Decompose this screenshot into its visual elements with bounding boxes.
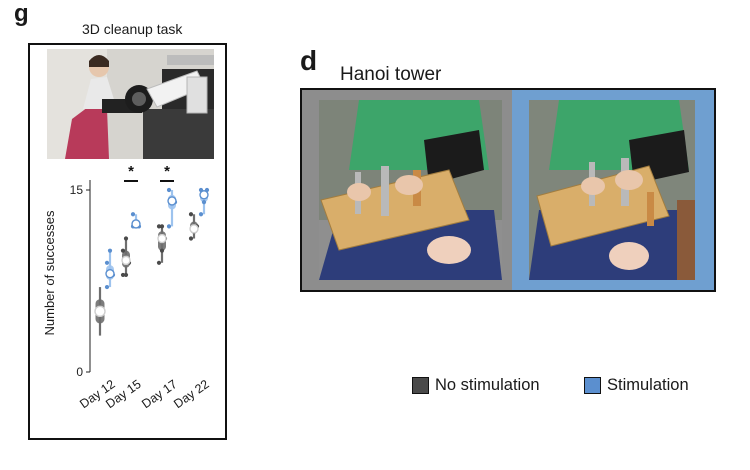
- y-tick-label-1: 15: [70, 183, 84, 197]
- stimulation-panel: [512, 90, 714, 290]
- hanoi-tower-photo: [319, 100, 502, 280]
- box-no-stim-day-22-point-0: [188, 236, 194, 241]
- no-stimulation-panel: [302, 90, 512, 290]
- y-tick-label-0: 0: [76, 365, 83, 379]
- box-stim-day-17-point-0: [166, 224, 172, 229]
- robot-arm-user-photo: [47, 49, 214, 159]
- legend-swatch-stimulation: [584, 377, 601, 394]
- panel-letter-g: g: [14, 0, 29, 27]
- box-no-stim-day-15-point-4: [123, 236, 129, 241]
- significance-star-1: *: [164, 163, 170, 180]
- box-stim-day-12-median: [105, 269, 115, 279]
- panel-d-title: Hanoi tower: [340, 64, 442, 85]
- hanoi-photo-right-illustration: [529, 100, 695, 280]
- box-stim-day-17-point-3: [166, 187, 172, 193]
- legend-swatch-no-stimulation: [412, 377, 429, 394]
- legend-item-no-stimulation: No stimulation: [412, 376, 540, 395]
- box-no-stim-day-15-point-3: [120, 248, 126, 253]
- box-no-stim-day-12-median: [94, 305, 106, 318]
- box-stim-day-15-point-3: [130, 212, 136, 217]
- box-stim-day-15-median: [131, 219, 141, 229]
- box-stim-day-22-median: [199, 190, 209, 200]
- panel-g-title: 3D cleanup task: [82, 21, 183, 37]
- panel-d-frame: [300, 88, 716, 292]
- box-stim-day-12-point-4: [107, 248, 113, 253]
- box-no-stim-day-22-median: [189, 224, 199, 234]
- legend-label-stimulation: Stimulation: [607, 376, 689, 394]
- box-stim-day-22-point-0: [198, 212, 204, 217]
- box-no-stim-day-15-median: [121, 255, 131, 266]
- hanoi-photo-left-illustration: [319, 100, 502, 280]
- box-no-stim-day-17-median: [157, 233, 167, 244]
- photo-g-illustration: [47, 49, 214, 159]
- box-stim-day-12-point-0: [104, 284, 110, 290]
- box-no-stim-day-15-point-0: [120, 272, 126, 278]
- box-no-stim-day-17-point-1: [159, 248, 165, 253]
- box-stim-day-22-point-1: [201, 200, 207, 205]
- y-axis-label: Number of successes: [42, 210, 57, 335]
- x-tick-label-day-22: Day 22: [171, 377, 212, 411]
- box-stim-day-17-median: [167, 196, 177, 206]
- hanoi-tower-photo-stim: [529, 100, 695, 280]
- box-no-stim-day-15-point-1: [123, 272, 129, 278]
- legend-label-no-stimulation: No stimulation: [435, 376, 540, 394]
- box-no-stim-day-17-point-0: [156, 260, 162, 265]
- panel-letter-d: d: [300, 45, 318, 76]
- box-no-stim-day-17-point-4: [159, 224, 165, 229]
- x-tick-label-day-17: Day 17: [139, 377, 180, 411]
- box-no-stim-day-22-point-3: [188, 212, 194, 217]
- significance-star-0: *: [128, 163, 134, 180]
- box-no-stim-day-17-point-3: [156, 224, 162, 229]
- box-stim-day-12-point-3: [104, 260, 110, 265]
- legend-item-stimulation: Stimulation: [584, 376, 689, 395]
